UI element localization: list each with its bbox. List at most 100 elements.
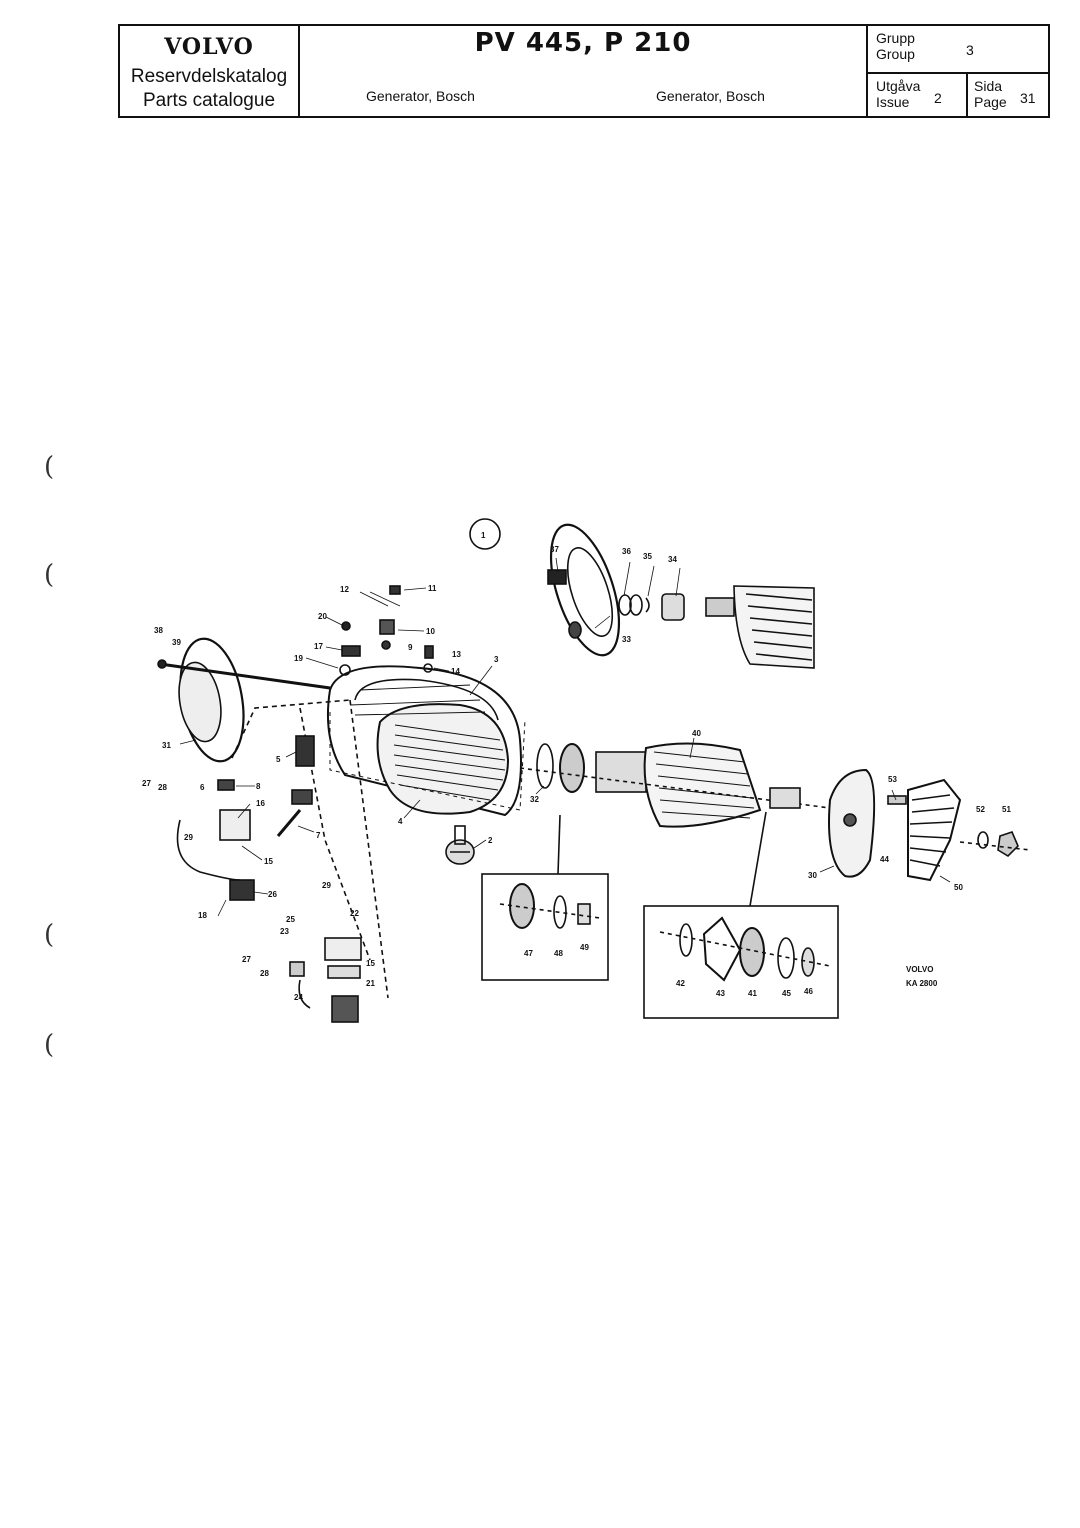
- binder-mark: (: [44, 920, 55, 950]
- subtitle-sv: Generator, Bosch: [366, 88, 475, 104]
- callout-14: 14: [451, 667, 460, 676]
- callout-20: 20: [318, 612, 327, 621]
- callout-44: 44: [880, 855, 889, 864]
- callout-28b: 28: [260, 969, 269, 978]
- callout-3: 3: [494, 655, 499, 664]
- binder-mark: (: [44, 560, 55, 590]
- view-number: 1: [481, 531, 486, 540]
- callout-11: 11: [428, 584, 437, 593]
- armature-40: [519, 742, 831, 828]
- subtitle-en: Generator, Bosch: [656, 88, 765, 104]
- brush-holder-assembly: [176, 585, 434, 1023]
- callout-32: 32: [530, 795, 539, 804]
- commutator-end-shield-30: [828, 768, 876, 878]
- page-label-sv: Sida: [974, 78, 1003, 94]
- group-label-sv: Grupp: [876, 30, 915, 46]
- key-53: [887, 795, 907, 805]
- callout-16: 16: [256, 799, 265, 808]
- callout-6: 6: [200, 783, 205, 792]
- callout-27b: 27: [242, 955, 251, 964]
- field-housing-3: [326, 665, 522, 817]
- callout-53: 53: [888, 775, 897, 784]
- callout-33: 33: [622, 635, 631, 644]
- callout-27: 27: [142, 779, 151, 788]
- callout-45: 45: [782, 989, 791, 998]
- callout-25: 25: [286, 915, 295, 924]
- divider: [298, 26, 300, 116]
- end-cover-33: [547, 523, 621, 657]
- callout-36: 36: [622, 547, 631, 556]
- callout-52: 52: [976, 805, 985, 814]
- callout-40: 40: [692, 729, 701, 738]
- callout-22: 22: [350, 909, 359, 918]
- model-title: PV 445, P 210: [474, 28, 692, 58]
- callout-21: 21: [366, 979, 375, 988]
- callout-23: 23: [280, 927, 289, 936]
- divider: [966, 72, 968, 116]
- divider: [866, 26, 868, 116]
- catalog-title-en: Parts catalogue: [142, 90, 276, 111]
- callout-30: 30: [808, 871, 817, 880]
- drive-end-shield-31: [157, 637, 331, 763]
- callout-34: 34: [668, 555, 677, 564]
- callout-31: 31: [162, 741, 171, 750]
- callout-37: 37: [550, 545, 559, 554]
- callout-7: 7: [316, 831, 321, 840]
- callout-17: 17: [314, 642, 323, 651]
- page-value: 31: [1020, 90, 1036, 106]
- bearing-41: [659, 916, 831, 982]
- callout-15b: 15: [366, 959, 375, 968]
- nut-51: [959, 831, 1031, 858]
- group-value: 3: [966, 42, 974, 58]
- callout-9: 9: [408, 643, 413, 652]
- page-label: Sida Page: [974, 78, 1007, 110]
- armature-stub: [705, 585, 815, 669]
- callout-50: 50: [954, 883, 963, 892]
- callout-24: 24: [294, 993, 303, 1002]
- callout-51: 51: [1002, 805, 1011, 814]
- callout-4: 4: [398, 817, 403, 826]
- issue-label-sv: Utgåva: [876, 78, 921, 94]
- inset-bearing-41-46: [643, 905, 839, 1019]
- callout-29b: 29: [322, 881, 331, 890]
- callout-2: 2: [488, 836, 493, 845]
- callout-48: 48: [554, 949, 563, 958]
- ref-code-line2: KA 2800: [906, 979, 938, 988]
- callout-46: 46: [804, 987, 813, 996]
- catalog-header: VOLVO Reservdelskatalog Parts catalogue …: [118, 24, 1050, 118]
- binder-mark: (: [44, 452, 55, 482]
- callout-43: 43: [716, 989, 725, 998]
- fan-50: [907, 778, 962, 882]
- bushing-34: [618, 593, 685, 621]
- callout-35: 35: [643, 552, 652, 561]
- callout-5: 5: [276, 755, 281, 764]
- view-number-circle: [469, 518, 501, 550]
- callout-15: 15: [264, 857, 273, 866]
- bearing-32: [536, 743, 585, 793]
- page-label-en: Page: [974, 94, 1007, 110]
- callout-49: 49: [580, 943, 589, 952]
- callout-29: 29: [184, 833, 193, 842]
- pole-screw-2: [445, 825, 475, 865]
- callout-47: 47: [524, 949, 533, 958]
- part-callouts: 1 2 3 4 5 6 7 8 9 10 11 12 13 14 15 16 1…: [142, 531, 1011, 1002]
- callout-26: 26: [268, 890, 277, 899]
- issue-label: Utgåva Issue: [876, 78, 920, 110]
- callout-18: 18: [198, 911, 207, 920]
- divider: [866, 72, 1048, 74]
- callout-8: 8: [256, 782, 261, 791]
- brand-logo: VOLVO: [164, 34, 254, 60]
- callout-19: 19: [294, 654, 303, 663]
- group-label-en: Group: [876, 46, 915, 62]
- ref-code-line1: VOLVO: [906, 965, 933, 974]
- issue-value: 2: [934, 90, 942, 106]
- callout-38: 38: [154, 626, 163, 635]
- callout-39: 39: [172, 638, 181, 647]
- catalog-title-sv: Reservdelskatalog: [130, 66, 288, 87]
- callout-13: 13: [452, 650, 461, 659]
- callout-12: 12: [340, 585, 349, 594]
- callout-28: 28: [158, 783, 167, 792]
- callout-42: 42: [676, 979, 685, 988]
- inset-bearing-47-49: [481, 873, 609, 981]
